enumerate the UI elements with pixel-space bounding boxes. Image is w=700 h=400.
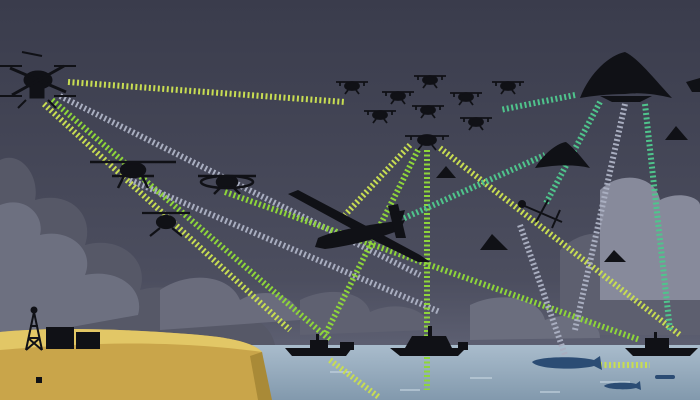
quadcopter-icon xyxy=(382,91,414,105)
link-beam xyxy=(499,92,576,113)
link-beam xyxy=(642,103,673,331)
quadcopter-icon xyxy=(405,134,449,151)
quadcopter-icon xyxy=(412,105,444,119)
link-beam xyxy=(50,97,332,343)
link-beam xyxy=(128,177,442,315)
fixed-wing-uav-icon xyxy=(518,199,563,229)
delta-wing-drone-icon xyxy=(665,126,688,140)
link-beam xyxy=(223,189,642,343)
sea-ripples xyxy=(330,371,630,393)
cloud-bank xyxy=(0,157,700,345)
patrol-boat-icon xyxy=(390,326,468,356)
link-beam xyxy=(438,145,682,338)
delta-wing-drone-icon xyxy=(535,142,590,168)
uuv-icon xyxy=(655,375,675,379)
quadcopter-icon xyxy=(0,51,76,109)
quadcopter-icon xyxy=(414,75,446,89)
radio-tower-icon xyxy=(25,306,43,351)
link-beam xyxy=(67,79,346,105)
quadcopter-icon xyxy=(364,110,396,124)
link-beam xyxy=(328,357,382,400)
link-beam xyxy=(322,148,421,337)
quadcopter-icon xyxy=(492,81,524,95)
link-beam xyxy=(398,152,547,223)
quadcopter-icon xyxy=(336,81,368,95)
delta-wing-drone-icon xyxy=(604,250,626,262)
ground-station-building xyxy=(46,327,74,349)
hexacopter-icon xyxy=(90,160,176,189)
quadcopter-icon xyxy=(450,92,482,106)
link-beam xyxy=(517,224,568,356)
fixed-wing-uav-icon xyxy=(288,190,430,262)
quadcopter-icon xyxy=(198,174,256,195)
quadcopter-icon xyxy=(142,211,190,237)
ground-marker xyxy=(36,377,42,383)
link-beam xyxy=(542,100,603,207)
uuv-icon xyxy=(532,356,602,370)
patrol-boat-icon xyxy=(285,334,354,356)
quadcopter-swarm xyxy=(336,75,524,151)
delta-wing-drone-icon xyxy=(480,234,508,250)
quadcopter-icon xyxy=(460,117,492,131)
delta-wing-drone-icon xyxy=(580,52,700,102)
delta-wing-drone-icon xyxy=(436,166,456,178)
uuv-icon xyxy=(604,381,641,390)
patrol-boat-icon xyxy=(625,332,698,356)
ground-station-container xyxy=(76,332,100,349)
